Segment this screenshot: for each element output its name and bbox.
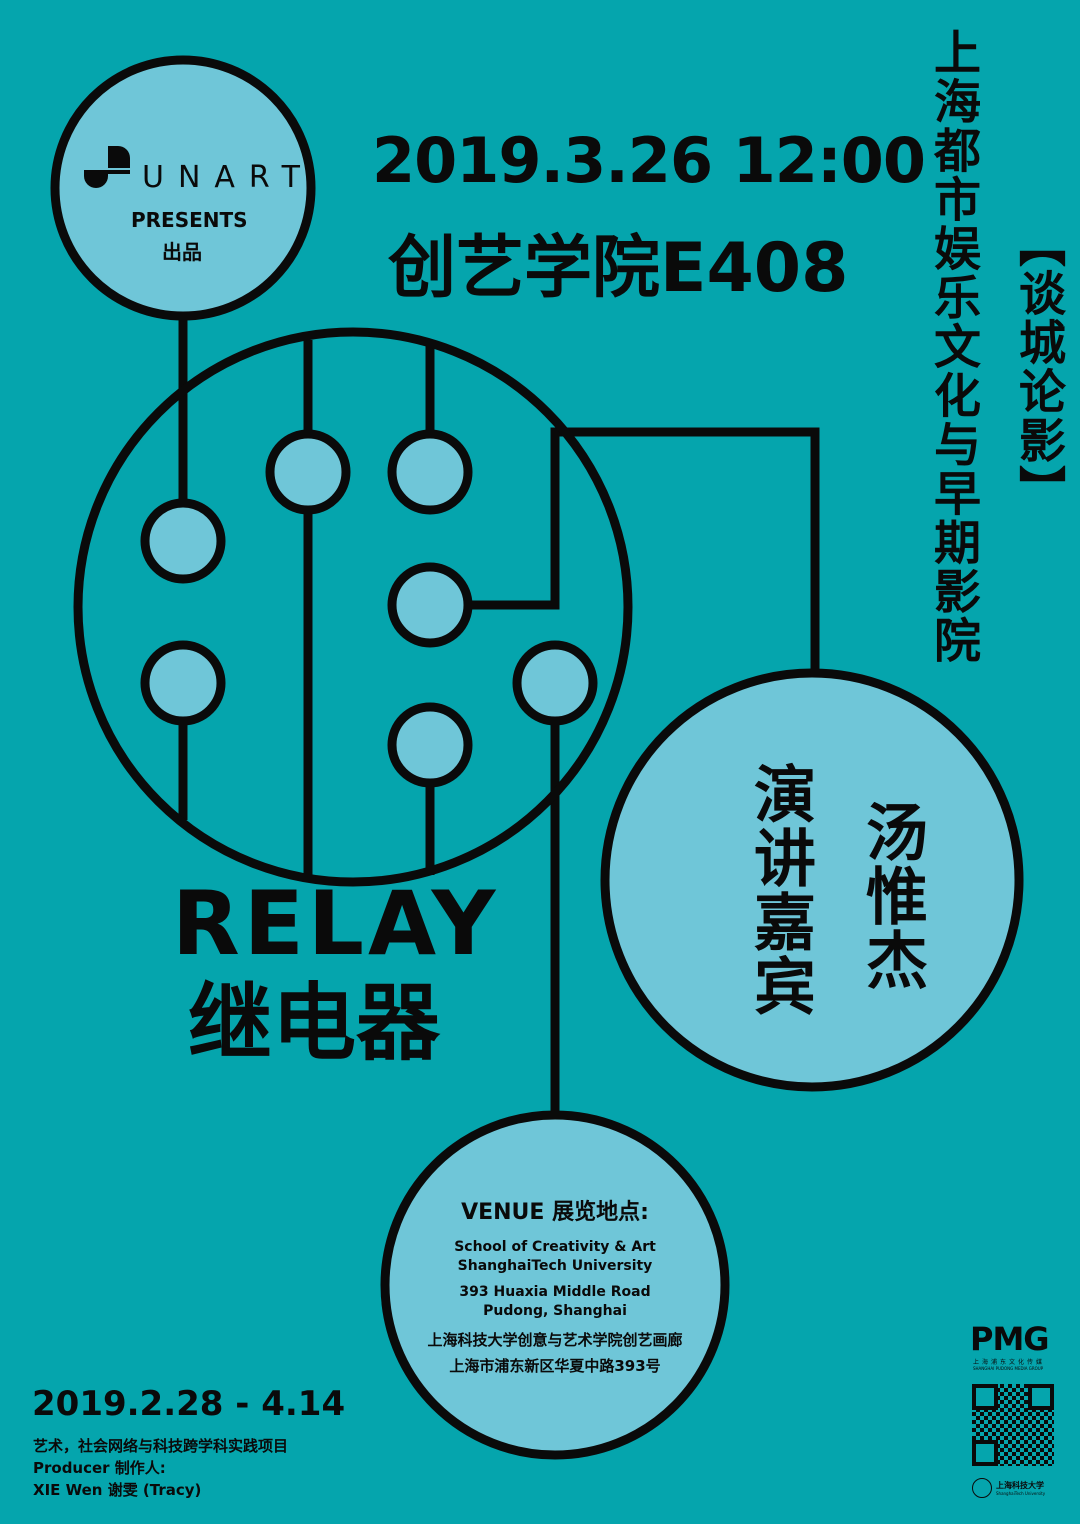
- node: [387, 562, 473, 648]
- university-cn: 上海科技大学: [996, 1481, 1044, 1490]
- venue-heading: VENUE 展览地点:: [461, 1200, 649, 1225]
- venue-line: School of Creativity & Art: [454, 1239, 656, 1255]
- node: [140, 498, 226, 584]
- pmg-cn: 上海浦东文化传媒: [973, 1359, 1046, 1366]
- speaker-name: 汤惟杰: [855, 800, 928, 992]
- pmg-logo: PMG: [970, 1320, 1050, 1358]
- unart-logo-mark: [84, 146, 130, 188]
- node: [387, 429, 473, 515]
- presents-label: PRESENTS: [131, 208, 248, 232]
- presents-cn: 出品: [162, 240, 202, 264]
- venue-line: 上海科技大学创意与艺术学院创艺画廊: [427, 1331, 683, 1349]
- node: [387, 702, 473, 788]
- university-en: ShanghaiTech University: [996, 1491, 1046, 1496]
- producer-label: Producer 制作人:: [33, 1459, 166, 1477]
- venue-line: 上海市浦东新区华夏中路393号: [449, 1357, 661, 1375]
- qr-code[interactable]: [972, 1384, 1054, 1466]
- logo-circle: [50, 55, 316, 321]
- venue-circle: [380, 1110, 730, 1460]
- venue-line: ShanghaiTech University: [457, 1258, 653, 1274]
- unart-brand: UNART: [142, 160, 314, 195]
- series-title: 上海都市娱乐文化与早期影院: [925, 28, 980, 665]
- university-seal-icon: [972, 1478, 992, 1498]
- node: [140, 640, 226, 726]
- project-title-en: RELAY: [172, 872, 500, 975]
- venue-info: VENUE 展览地点: School of Creativity & Art S…: [395, 1194, 715, 1379]
- node: [265, 429, 351, 515]
- node: [512, 640, 598, 726]
- venue-line: Pudong, Shanghai: [483, 1303, 627, 1319]
- exhibition-dates: 2019.2.28 - 4.14: [32, 1384, 346, 1424]
- speaker-circle: [600, 668, 1024, 1092]
- series-tag: 【谈城论影】: [1010, 220, 1065, 514]
- pmg-en: SHANGHAI PUDONG MEDIA GROUP: [973, 1366, 1044, 1371]
- event-location: 创艺学院E408: [388, 229, 849, 308]
- producer-name: XIE Wen 谢雯 (Tracy): [33, 1481, 202, 1499]
- speaker-label: 演讲嘉宾: [743, 762, 816, 1018]
- event-datetime: 2019.3.26 12:00: [372, 124, 926, 197]
- project-title-cn: 继电器: [188, 974, 441, 1072]
- project-description: 艺术，社会网络与科技跨学科实践项目: [33, 1437, 289, 1455]
- venue-line: 393 Huaxia Middle Road: [459, 1284, 651, 1300]
